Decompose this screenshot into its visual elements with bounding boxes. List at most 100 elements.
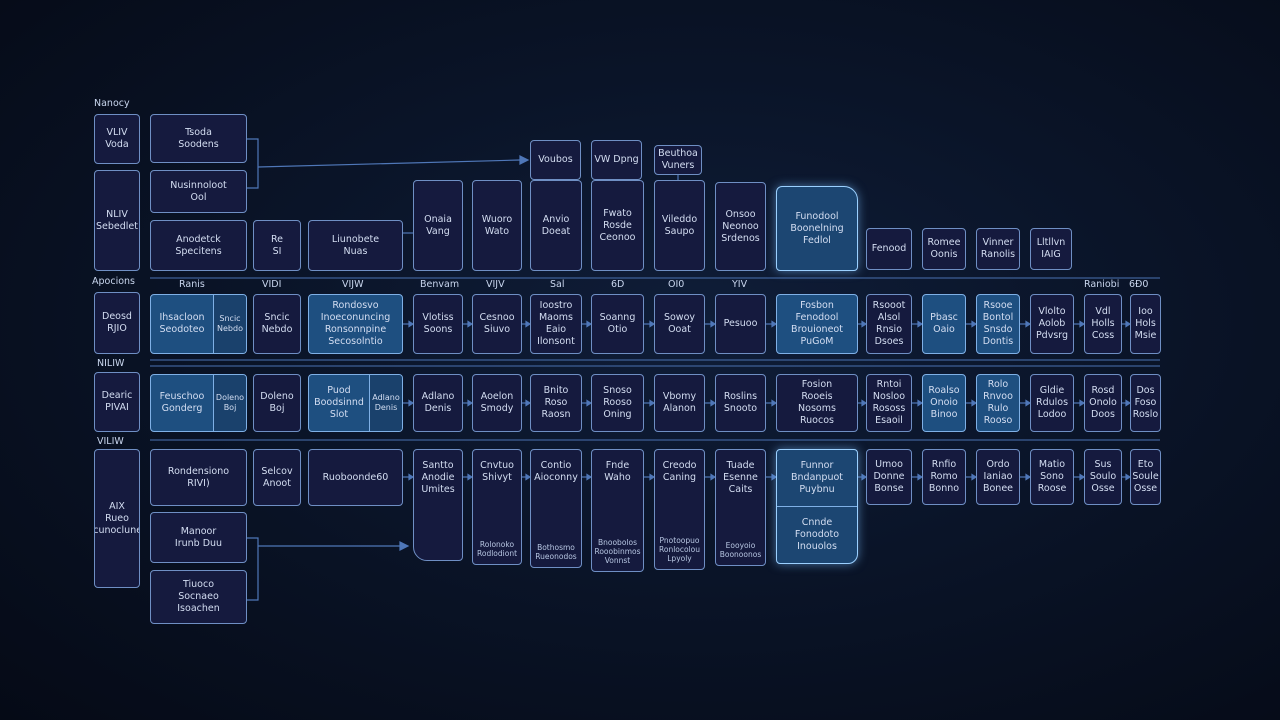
row3-node[interactable]: Gldie Rdulos Lodoo — [1030, 374, 1074, 432]
row4-node[interactable]: Matio Sono Roose — [1030, 449, 1074, 505]
row3-node-split[interactable]: Puod Boodsinnd Slot Adlano Denis — [308, 374, 403, 432]
row2-node[interactable]: Rsooot Alsol Rnsio Dsoes — [866, 294, 912, 354]
column-header: Benvam — [420, 279, 460, 290]
row2-highlight-node[interactable]: Pbasc Oaio — [922, 294, 966, 354]
connector-arrowhead — [771, 399, 778, 407]
node-subtitle: Pnotoopuo Ronlocolou Lpyoly — [658, 536, 701, 563]
row2-node[interactable]: Soanng Otio — [591, 294, 644, 354]
row2-highlight-node[interactable]: Fosbon Fenodool Brouioneot PuGoM — [776, 294, 858, 354]
row3-node[interactable]: Snoso Rooso Oning — [591, 374, 644, 432]
top-node[interactable]: Liunobete Nuas — [308, 220, 403, 271]
row4-node[interactable]: Selcov Anoot — [253, 449, 301, 506]
connector-arrowhead — [1025, 473, 1032, 481]
node-subtitle: Bnoobolos Rooobinmos Vonnst — [594, 538, 641, 565]
side-label-box: VLIV Voda — [94, 114, 140, 164]
row1-node[interactable]: Anvio Doeat — [530, 180, 582, 271]
row3-node[interactable]: Doleno Boj — [253, 374, 301, 432]
row4-node[interactable]: Umoo Donne Bonse — [866, 449, 912, 505]
row1-node[interactable]: Onsoo Neonoo Srdenos — [715, 182, 766, 271]
row4-tall-node[interactable]: Santto Anodie Umites — [413, 449, 463, 561]
row3-node[interactable]: Dos Foso Roslo — [1130, 374, 1161, 432]
connector-arrowhead — [467, 399, 474, 407]
row3-node-split[interactable]: Feuschoo Gonderg Doleno Boj — [150, 374, 247, 432]
row2-highlight-node[interactable]: Rondosvo Inoeconuncing Ronsonnpine Secos… — [308, 294, 403, 354]
side-label-box: Dearic PIVAI — [94, 372, 140, 432]
top-node[interactable]: Beuthoa Vuners — [654, 145, 702, 175]
row2-node[interactable]: Sowoy Ooat — [654, 294, 705, 354]
row4-node[interactable]: Rondensiono RIVI) — [150, 449, 247, 506]
node-subtitle: Bothosmo Rueonodos — [535, 543, 577, 561]
row2-node[interactable]: Vdl Holls Coss — [1084, 294, 1122, 354]
row1-node[interactable]: Romee Oonis — [922, 228, 966, 270]
row4-node[interactable]: Ruoboonde60 — [308, 449, 403, 506]
row1-node[interactable]: Vinner Ranolis — [976, 228, 1020, 270]
row2-node-split[interactable]: Ihsacloon Seodoteo Sncic Nebdo — [150, 294, 247, 354]
connector-arrowhead — [586, 399, 593, 407]
connector-arrowhead — [467, 320, 474, 328]
row1-node[interactable]: Fenood — [866, 228, 912, 270]
row3-highlight-node[interactable]: Roalso Onoio Binoo — [922, 374, 966, 432]
row4-highlight-node[interactable]: Funnor Bndanpuot Puybnu Cnnde Fonodoto I… — [776, 449, 858, 564]
connector-arrowhead — [1079, 320, 1086, 328]
node-title: Fnde Waho — [604, 460, 631, 483]
row3-node[interactable]: Adlano Denis — [413, 374, 463, 432]
row1-node[interactable]: Vileddo Saupo — [654, 180, 705, 271]
row4-tall-node[interactable]: Creodo Caning Pnotoopuo Ronlocolou Lpyol… — [654, 449, 705, 570]
top-node[interactable]: Voubos — [530, 140, 581, 180]
row1-node[interactable]: Fwato Rosde Ceonoo — [591, 180, 644, 271]
row4-node[interactable]: Tiuoco Socnaeo Isoachen — [150, 570, 247, 624]
column-header: 6Ð0 — [1129, 279, 1149, 290]
connector-arrowhead — [408, 399, 415, 407]
top-node[interactable]: Nusinnoloot Ool — [150, 170, 247, 213]
row3-node[interactable]: Rosd Onolo Doos — [1084, 374, 1122, 432]
row3-node[interactable]: Fosion Rooeis Nosoms Ruocos — [776, 374, 858, 432]
row3-node[interactable]: Rntoi Nosloo Rososs Esaoil — [866, 374, 912, 432]
connector-arrowhead — [649, 473, 656, 481]
node-title: Tuade Esenne Caits — [723, 460, 758, 495]
row2-node[interactable]: Cesnoo Siuvo — [472, 294, 522, 354]
row4-node[interactable]: Eto Soule Osse — [1130, 449, 1161, 505]
row2-node[interactable]: Vlolto Aolob Pdvsrg — [1030, 294, 1074, 354]
row4-tall-node[interactable]: Tuade Esenne Caits Eooyoio Boonoonos — [715, 449, 766, 566]
row3-node[interactable]: Roslins Snooto — [715, 374, 766, 432]
connector-arrowhead — [586, 320, 593, 328]
row4-node[interactable]: Ordo Ianiao Bonee — [976, 449, 1020, 505]
connector-arrowhead — [467, 473, 474, 481]
row4-node[interactable]: Sus Soulo Osse — [1084, 449, 1122, 505]
row3-node[interactable]: Aoelon Smody — [472, 374, 522, 432]
connector-arrowhead — [710, 399, 717, 407]
row2-highlight-node[interactable]: Rsooe Bontol Snsdo Dontis — [976, 294, 1020, 354]
connector-arrowhead — [1025, 320, 1032, 328]
row2-node[interactable]: Pesuoo — [715, 294, 766, 354]
connector-arrowhead — [771, 473, 778, 481]
row1-node[interactable]: Wuoro Wato — [472, 180, 522, 271]
row4-tall-node[interactable]: Contio Aioconny Bothosmo Rueonodos — [530, 449, 582, 568]
column-header: VIJW — [342, 279, 364, 290]
connector-arrowhead — [1025, 399, 1032, 407]
node-main-text: Puod Boodsinnd Slot — [314, 385, 364, 420]
row1-node[interactable]: Onaia Vang — [413, 180, 463, 271]
side-label-box: Deosd RJIO — [94, 292, 140, 354]
connector-arrowhead — [917, 473, 924, 481]
row3-node[interactable]: Vbomy Alanon — [654, 374, 705, 432]
row2-node[interactable]: Sncic Nebdo — [253, 294, 301, 354]
node-title: Contio Aioconny — [534, 460, 578, 483]
top-node[interactable]: Anodetck Specitens — [150, 220, 247, 271]
column-header: 6D — [611, 279, 625, 290]
row4-node[interactable]: Rnfio Romo Bonno — [922, 449, 966, 505]
row4-tall-node[interactable]: Fnde Waho Bnoobolos Rooobinmos Vonnst — [591, 449, 644, 572]
row-label-a: Apocions — [92, 276, 135, 287]
row3-node[interactable]: Bnito Roso Raosn — [530, 374, 582, 432]
top-node[interactable]: VW Dpng — [591, 140, 642, 180]
row2-node[interactable]: Vlotiss Soons — [413, 294, 463, 354]
row4-tall-node[interactable]: Cnvtuo Shivyt Rolonoko Rodlodiont — [472, 449, 522, 565]
top-node[interactable]: Tsoda Soodens — [150, 114, 247, 163]
row2-node[interactable]: Ioo Hols Msie — [1130, 294, 1161, 354]
connector-arrowhead — [1079, 399, 1086, 407]
row1-highlight-node[interactable]: Funodool Boonelning Fedlol — [776, 186, 858, 271]
row2-node[interactable]: Ioostro Maoms Eaio Ilonsont — [530, 294, 582, 354]
row3-highlight-node[interactable]: Rolo Rnvoo Rulo Rooso — [976, 374, 1020, 432]
top-node[interactable]: Re SI — [253, 220, 301, 271]
row1-node[interactable]: Lltllvn IAIG — [1030, 228, 1072, 270]
row4-node[interactable]: Manoor Irunb Duu — [150, 512, 247, 563]
